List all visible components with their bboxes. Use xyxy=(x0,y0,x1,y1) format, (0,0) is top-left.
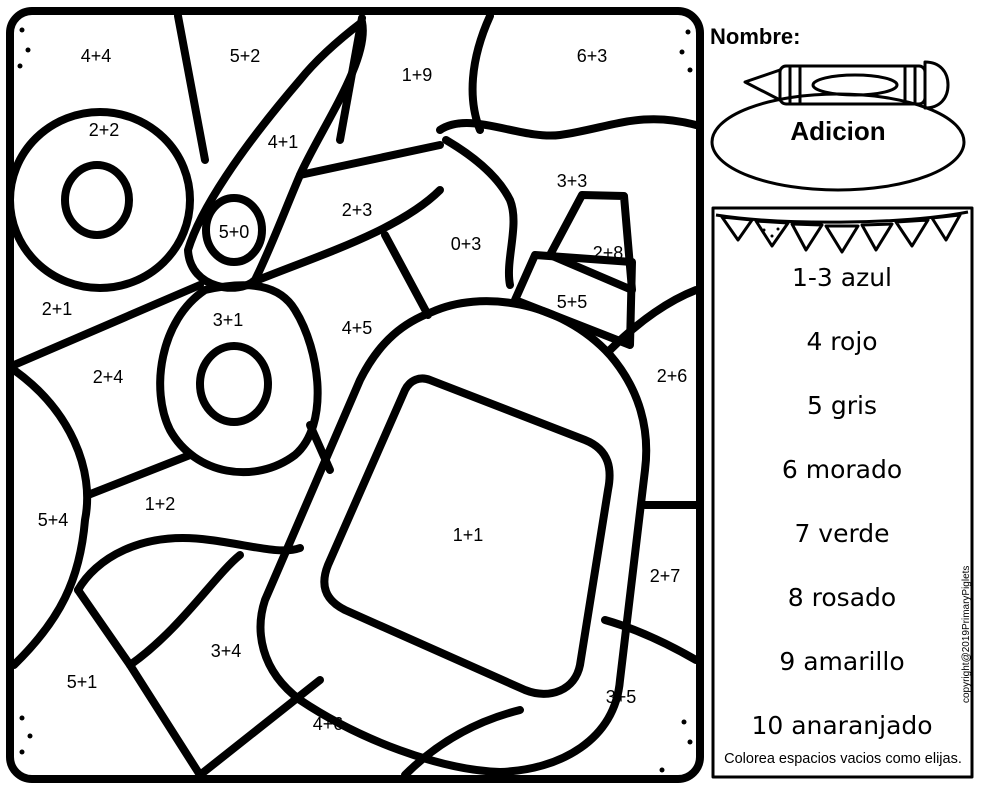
problem-label: 4+1 xyxy=(268,132,299,152)
color-key: 1-3 azul 4 rojo 5 gris 6 morado 7 verde … xyxy=(711,206,974,779)
problem-label: 1+9 xyxy=(402,65,433,85)
problem-label: 1+2 xyxy=(145,494,176,514)
problem-label: 2+2 xyxy=(89,120,120,140)
problem-label: 5+1 xyxy=(67,672,98,692)
problem-label: 2+6 xyxy=(657,366,688,386)
corner-dots xyxy=(17,27,693,773)
glue-bottle-drawing xyxy=(256,191,651,776)
key-item-blue: 1-3 azul xyxy=(792,263,892,292)
instructions-text: Colorea espacios vacios como elijas. xyxy=(724,751,962,767)
problem-label: 2+7 xyxy=(650,566,681,586)
problem-label: 1+1 xyxy=(453,525,484,545)
problem-label: 5+5 xyxy=(557,292,588,312)
key-item-pink: 8 rosado xyxy=(788,583,896,612)
color-key-list: 1-3 azul 4 rojo 5 gris 6 morado 7 verde … xyxy=(751,263,932,740)
problem-label: 0+3 xyxy=(451,234,482,254)
key-item-gray: 5 gris xyxy=(807,391,877,420)
problem-label: 3+3 xyxy=(557,171,588,191)
name-label: Nombre: xyxy=(710,24,800,49)
picture-frame xyxy=(6,7,704,783)
worksheet-title: Adicion xyxy=(790,116,885,146)
color-key-box xyxy=(711,206,974,779)
problem-label: 2+1 xyxy=(42,299,73,319)
problem-label: 3+4 xyxy=(211,641,242,661)
problem-label: 2+4 xyxy=(93,367,124,387)
problem-label: 2+3 xyxy=(342,200,373,220)
problem-label: 3+1 xyxy=(213,310,244,330)
key-item-yellow: 9 amarillo xyxy=(779,647,904,676)
problem-label: 5+0 xyxy=(219,222,250,242)
problem-label: 3+5 xyxy=(606,687,637,707)
problem-label: 4+5 xyxy=(342,318,373,338)
problem-label: 5+2 xyxy=(230,46,261,66)
title-oval xyxy=(710,92,966,192)
key-item-orange: 10 anaranjado xyxy=(751,711,932,740)
problem-label: 2+8 xyxy=(593,243,624,263)
problem-label: 6+3 xyxy=(577,46,608,66)
problem-labels: 4+4 5+2 1+9 6+3 2+2 4+1 3+3 5+0 2+3 0+3 … xyxy=(38,46,688,734)
problem-label: 4+6 xyxy=(313,714,344,734)
problem-label: 5+4 xyxy=(38,510,69,530)
coloring-picture: 4+4 5+2 1+9 6+3 2+2 4+1 3+3 5+0 2+3 0+3 … xyxy=(6,7,704,783)
worksheet-header: Nombre: Adicion xyxy=(710,24,966,192)
copyright-text: copyright@2019PrimaryPiglets xyxy=(961,566,972,703)
key-item-red: 4 rojo xyxy=(806,327,877,356)
bunting-icon xyxy=(715,210,969,254)
key-item-green: 7 verde xyxy=(794,519,889,548)
problem-label: 4+4 xyxy=(81,46,112,66)
scissors-drawing xyxy=(6,18,367,477)
key-item-purple: 6 morado xyxy=(782,455,902,484)
